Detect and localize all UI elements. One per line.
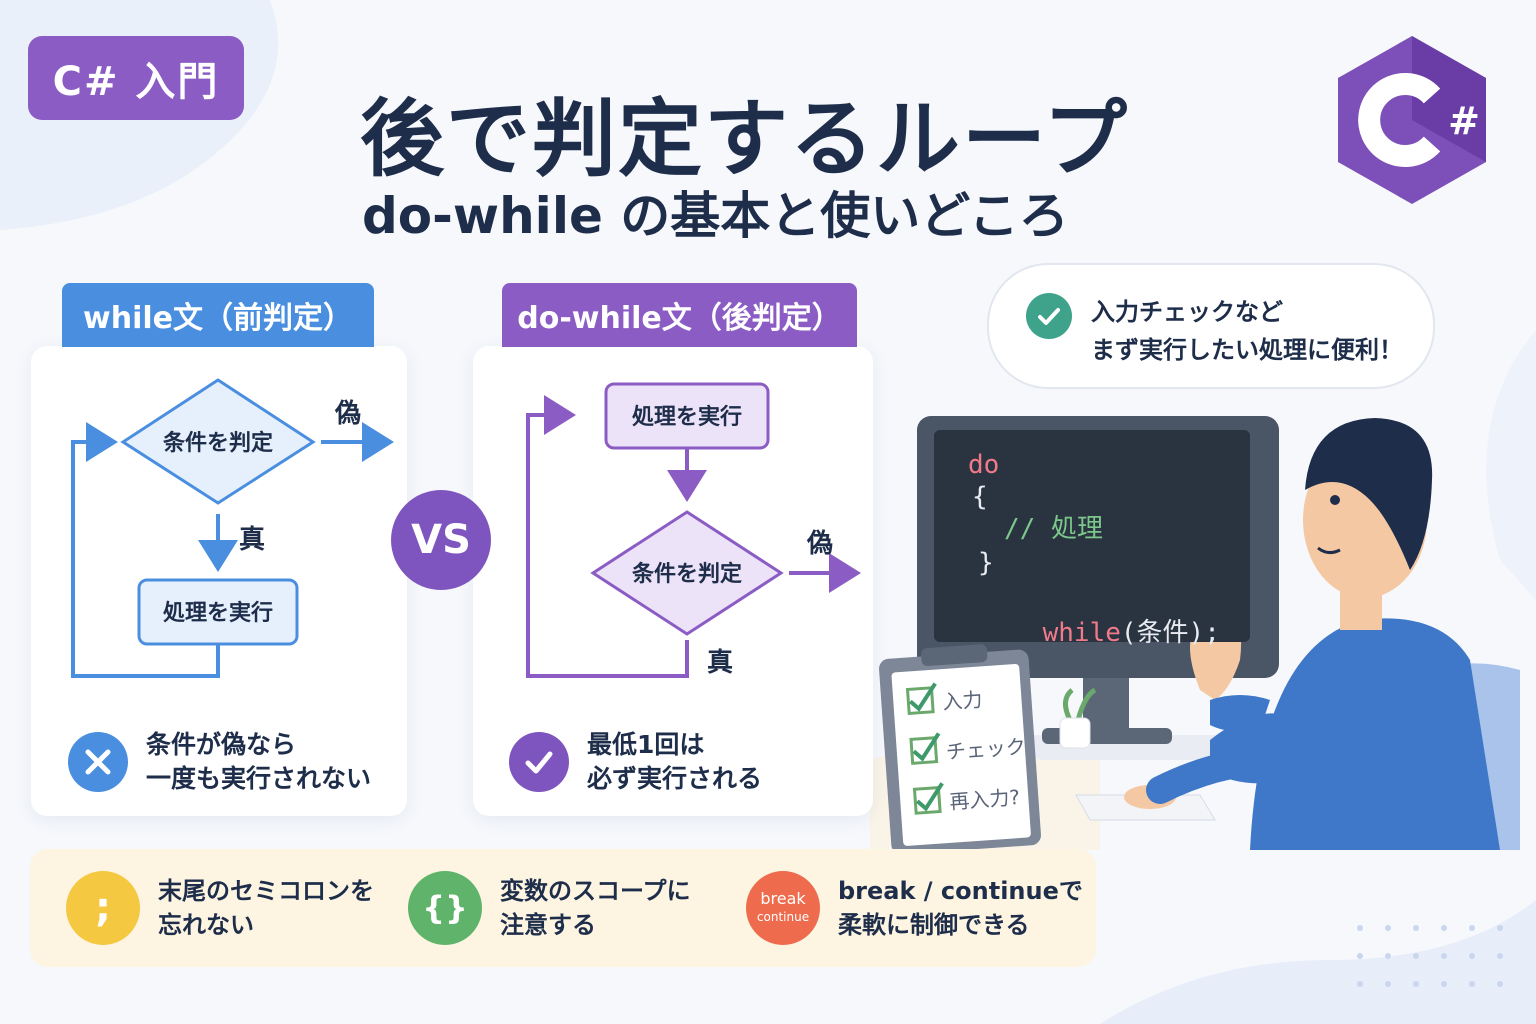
dowhile-condition-label: 条件を判定 [631,561,742,587]
while-flowchart: 条件を判定 偽 真 処理を実行 [71,378,394,678]
continue-icon-label: continue [756,910,810,924]
while-result: 条件が偽なら 一度も実行されない [68,728,371,796]
callout-line2: まず実行したい処理に便利！ [1091,336,1403,364]
while-process-label: 処理を実行 [163,600,273,626]
while-panel-header: while文（前判定） [62,283,374,347]
tip-break-line2: 柔軟に制御できる [838,911,1030,939]
tip-semicolon-line1: 末尾のセミコロンを [158,877,374,905]
tip-scope-line2: 注意する [500,911,596,939]
dot-grid-decoration [1357,925,1503,987]
code-condition: (条件); [1120,618,1220,648]
dowhile-result: 最低1回は 必ず実行される [509,728,762,796]
dowhile-process-label: 処理を実行 [632,404,742,430]
clipboard-item-2: チェック [945,734,1026,764]
vs-badge: VS [391,490,491,590]
while-true-label: 真 [239,525,265,555]
tip-break-continue: break continue break / continueで 柔軟に制御でき… [746,871,1083,945]
while-result-line2: 一度も実行されない [146,764,372,793]
callout-line1: 入力チェックなど [1091,298,1283,326]
code-keyword-while: while [1042,618,1121,648]
code-comment: // 処理 [1004,514,1103,544]
clipboard-item-1: 入力 [942,687,984,714]
dowhile-flowchart: 処理を実行 条件を判定 偽 真 [526,382,861,678]
tip-semicolon-line2: 忘れない [158,911,254,939]
check-icon [509,732,569,792]
tip-scope-line1: 変数のスコープに [500,877,691,905]
code-screen: do { // 処理 } while(条件); [934,430,1250,648]
page-subtitle: do-while の基本と使いどころ [362,187,1069,245]
braces-icon: {} [408,871,482,945]
while-false-label: 偽 [334,399,361,429]
cross-icon [68,732,128,792]
while-loop-back-arrow [71,422,220,678]
semicolon-icon: ; [66,871,140,945]
tips-bar: ; 末尾のセミコロンを 忘れない {} 変数のスコープに 注意する break … [30,849,1096,967]
check-icon [1026,293,1072,339]
dowhile-condition-diamond [590,510,784,636]
code-open-brace: { [972,482,988,512]
dowhile-false-label: 偽 [806,529,833,559]
break-icon-label: break [760,889,806,908]
clipboard-item-3: 再入力? [949,785,1021,814]
clipboard-icon: 入力 チェック 再入力? [879,644,1041,855]
while-condition-diamond [120,378,316,505]
dowhile-loop-back-arrow [526,395,689,678]
svg-text:#: # [1448,99,1480,143]
dowhile-panel-header: do-while文（後判定） [502,283,857,347]
course-badge: C# 入門 [28,36,244,120]
tip-break-line1: break / continueで [838,877,1083,905]
dowhile-true-label: 真 [707,648,733,678]
while-result-line1: 条件が偽なら [146,730,297,759]
csharp-logo-icon: # [1338,36,1486,204]
dowhile-result-line1: 最低1回は [587,730,705,759]
break-continue-icon: break continue [746,871,820,945]
tip-semicolon: ; 末尾のセミコロンを 忘れない [66,871,374,945]
tip-callout: 入力チェックなど まず実行したい処理に便利！ [987,263,1435,389]
code-keyword-do: do [968,450,1000,480]
page-title: 後で判定するループ [360,90,1129,188]
dowhile-result-line2: 必ず実行される [587,764,763,793]
code-close-brace: } [978,548,994,578]
tip-scope: {} 変数のスコープに 注意する [408,871,691,945]
while-condition-label: 条件を判定 [162,430,273,456]
